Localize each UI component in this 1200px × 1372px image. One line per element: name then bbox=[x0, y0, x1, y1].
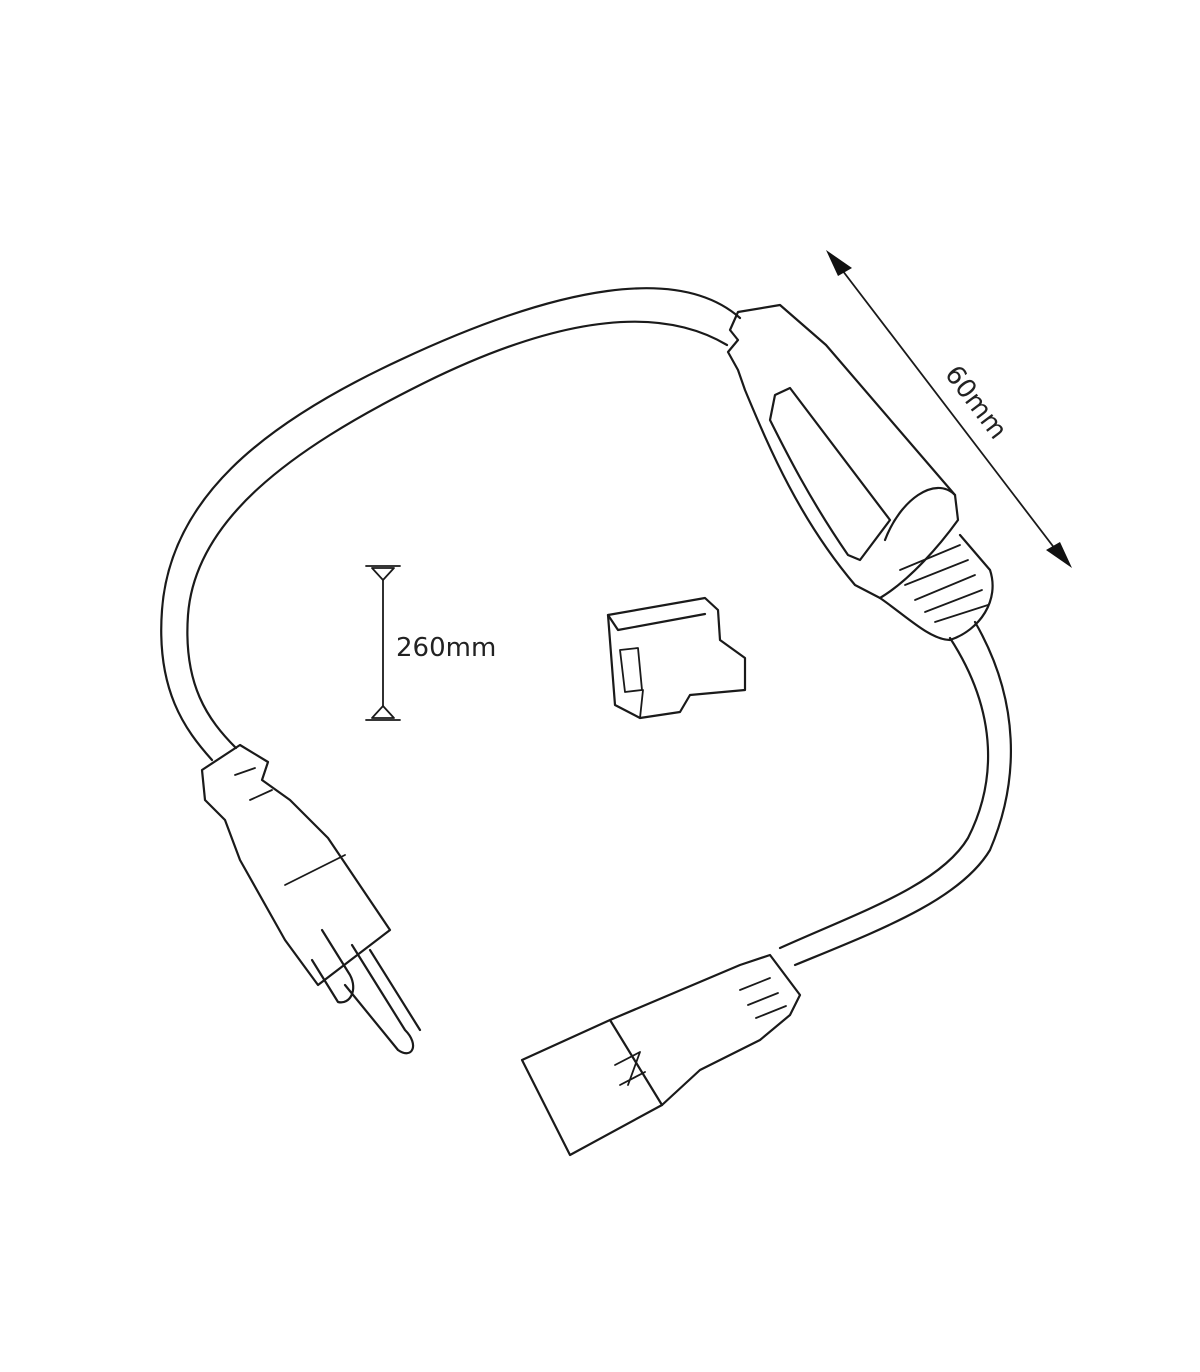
end-cap-clip bbox=[606, 596, 747, 720]
controller-box bbox=[726, 303, 994, 642]
length-dimension-label: 260mm bbox=[396, 633, 496, 663]
controller-dimension-label: 60mm bbox=[938, 360, 1012, 445]
controller-dimension bbox=[826, 250, 1072, 568]
power-cable bbox=[160, 287, 1012, 967]
strip-connector bbox=[520, 953, 802, 1157]
length-dimension bbox=[365, 565, 401, 721]
eu-plug bbox=[200, 743, 422, 1055]
